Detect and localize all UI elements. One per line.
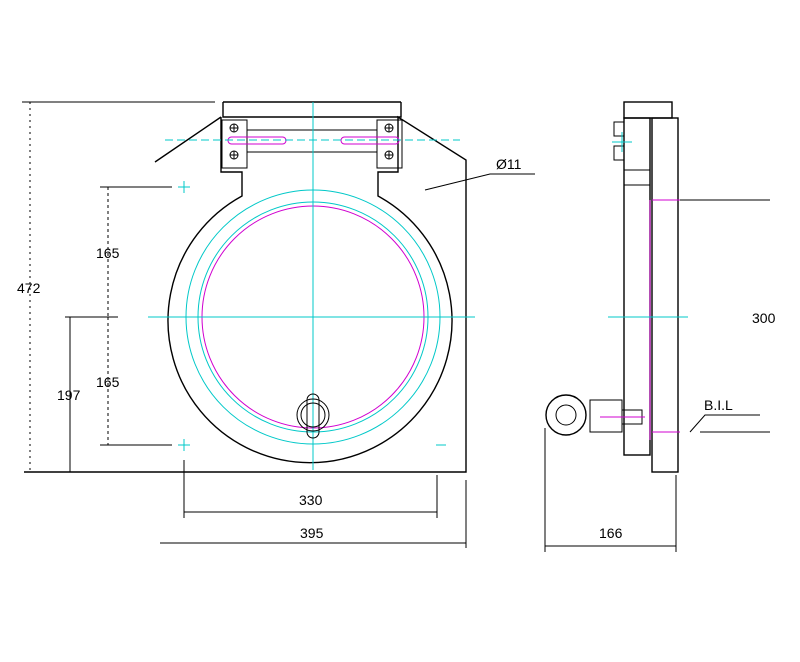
dim-total-height: 472 — [17, 280, 41, 296]
side-door-leaf — [651, 117, 679, 473]
side-view: 300 B.I.L 166 — [544, 101, 776, 552]
bolt-icon — [229, 123, 394, 160]
dim-flange-height: 300 — [752, 310, 776, 326]
handle-side-icon — [545, 394, 645, 436]
mounting-hole-icon — [178, 181, 446, 451]
handle-icon — [296, 393, 330, 439]
level-leader — [689, 414, 760, 433]
plate-outline — [24, 115, 467, 473]
dim-bottom-to-center: 197 — [57, 387, 81, 403]
dim-upper-half: 165 — [96, 245, 120, 261]
hole-callout-leader — [424, 173, 535, 191]
side-bracket — [623, 101, 673, 119]
bolt-icon — [613, 121, 625, 161]
dim-depth: 166 — [599, 525, 623, 541]
dim-lower-half: 165 — [96, 374, 120, 390]
dim-overall-width: 395 — [300, 525, 324, 541]
level-label: B.I.L — [704, 397, 733, 413]
front-view: Ø11 472 165 165 197 330 395 — [17, 101, 535, 548]
top-bracket — [222, 101, 402, 118]
side-frame — [623, 117, 651, 456]
dim-hole-spacing: 330 — [299, 492, 323, 508]
hinge-bar — [246, 129, 378, 153]
hole-callout: Ø11 — [496, 156, 522, 172]
